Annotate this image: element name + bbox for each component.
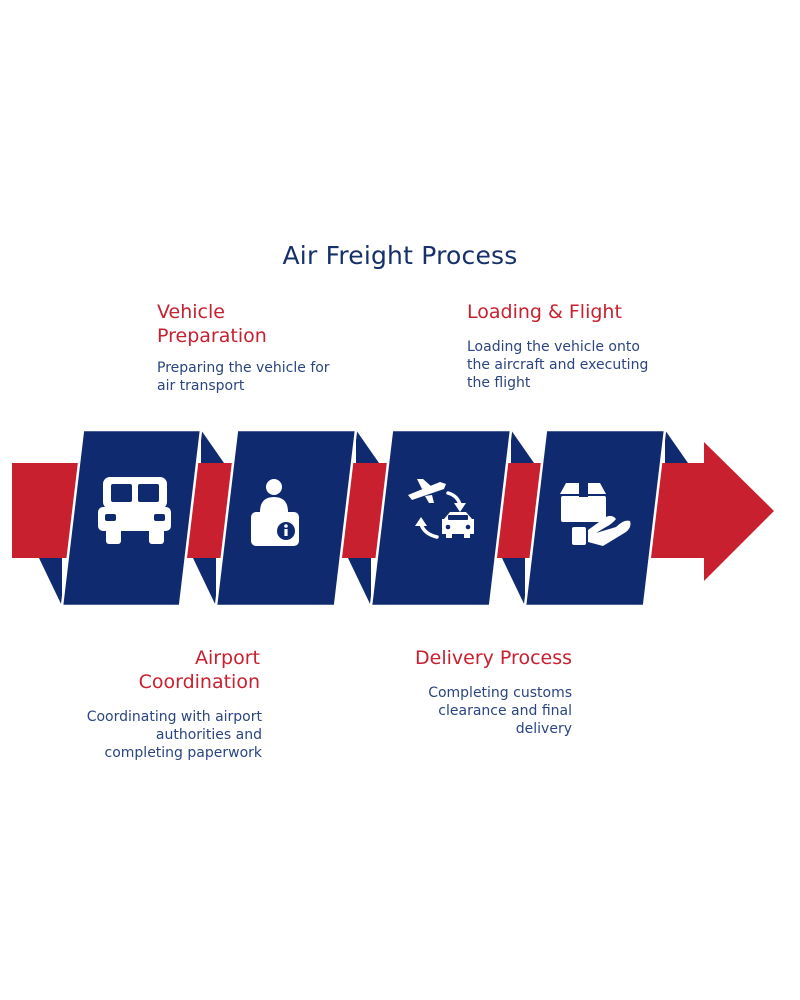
fold-bottom-2 <box>193 558 216 606</box>
arrow-head <box>704 442 774 581</box>
step-title-airport-coordination: Airport Coordination <box>138 647 260 693</box>
fold-corners <box>39 430 688 606</box>
step-desc-delivery-process: Completing customs clearance and final d… <box>428 685 572 737</box>
fold-bottom-4 <box>502 558 525 606</box>
truck-icon <box>98 477 171 544</box>
fold-top-4 <box>665 430 688 463</box>
step-panel-3 <box>369 428 513 608</box>
step-title-vehicle-preparation: Vehicle Preparation <box>157 301 267 347</box>
fold-top-3 <box>511 430 534 463</box>
step-desc-airport-coordination: Coordinating with airport authorities an… <box>86 709 262 761</box>
fold-top-2 <box>356 430 379 463</box>
fold-bottom-3 <box>348 558 371 606</box>
fold-bottom-1 <box>39 558 62 606</box>
step-title-delivery-process: Delivery Process <box>415 647 572 669</box>
info-desk-icon <box>251 479 299 546</box>
step-desc-vehicle-preparation: Preparing the vehicle for air transport <box>157 360 330 394</box>
fold-top-1 <box>201 430 224 463</box>
step-title-loading-flight: Loading & Flight <box>467 301 622 323</box>
package-hand-icon <box>560 483 631 546</box>
step-desc-loading-flight: Loading the vehicle onto the aircraft an… <box>467 339 649 391</box>
diagram-title: Air Freight Process <box>282 241 518 270</box>
plane-car-transfer-icon <box>408 479 474 539</box>
